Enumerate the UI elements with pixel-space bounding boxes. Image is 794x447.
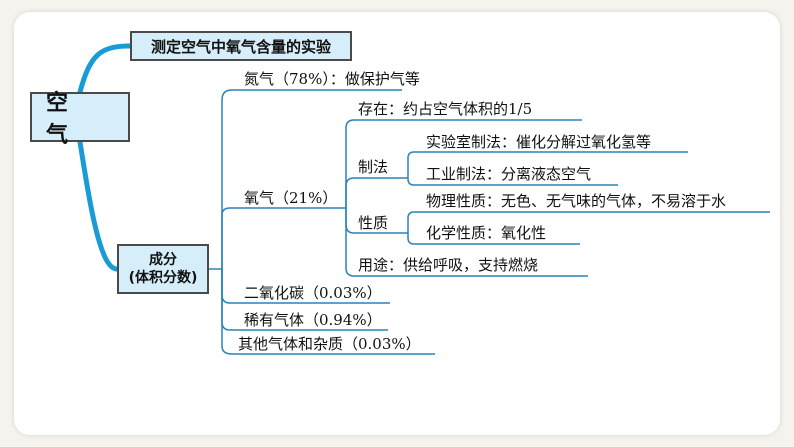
connector-oxygen-brace [338, 119, 588, 277]
composition-label-line1: 成分 [149, 252, 177, 268]
node-composition: 成分 (体积分数) [117, 244, 209, 294]
composition-label-line2: (体积分数) [128, 270, 198, 286]
slide-card [14, 12, 780, 435]
connector-preparation-brace [402, 151, 688, 186]
label-properties: 性质 [358, 214, 389, 232]
label-oxygen-existence: 存在：约占空气体积的1/5 [358, 100, 533, 118]
label-oxygen-uses: 用途：供给呼吸，支持燃烧 [358, 256, 539, 274]
node-oxygen-content-experiment: 测定空气中氧气含量的实验 [130, 31, 352, 61]
label-physical-properties: 物理性质：无色、无气味的气体，不易溶于水 [426, 192, 727, 210]
label-preparation: 制法 [358, 158, 389, 176]
label-industrial-preparation: 工业制法：分离液态空气 [426, 165, 592, 183]
label-nitrogen: 氮气（78%）：做保护气等 [244, 70, 420, 88]
connector-root-composition [77, 139, 120, 272]
label-oxygen: 氧气（21%） [244, 189, 338, 207]
label-other-gases: 其他气体和杂质（0.03%） [238, 335, 421, 353]
label-co2: 二氧化碳（0.03%） [244, 284, 382, 302]
label-chemical-properties: 化学性质：氧化性 [426, 224, 547, 242]
root-label: 空 气 [46, 91, 83, 148]
label-noble-gases: 稀有气体（0.94%） [244, 311, 382, 329]
connector-properties-brace [402, 211, 770, 245]
connector-composition-brace [209, 89, 435, 355]
connector-root-top [77, 43, 133, 95]
experiment-label: 测定空气中氧气含量的实验 [150, 37, 331, 56]
root-node-air: 空 气 [30, 91, 130, 148]
label-lab-preparation: 实验室制法：催化分解过氧化氢等 [426, 133, 652, 151]
